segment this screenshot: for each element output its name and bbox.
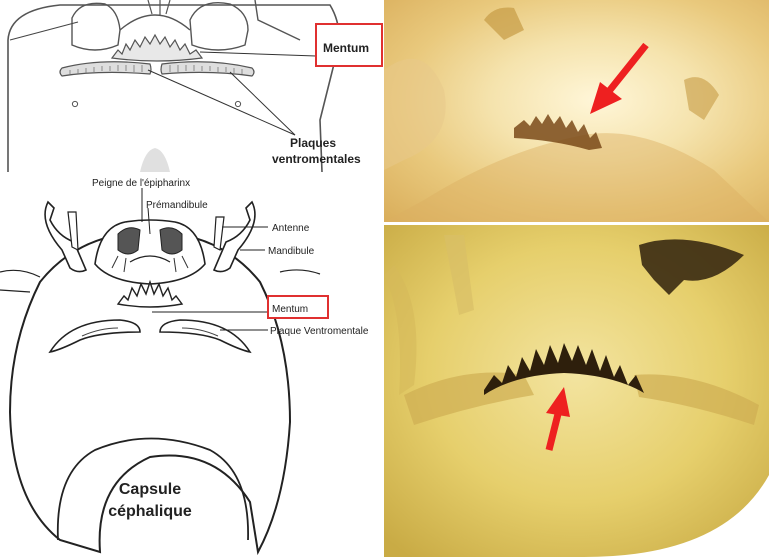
mentum-shape (110, 33, 204, 62)
ventromental-plate-right (160, 61, 255, 77)
left-lobe (71, 2, 121, 51)
micrograph-top (384, 0, 769, 222)
setae-right (279, 269, 321, 275)
microscope-field (384, 225, 769, 557)
mentum-highlight-box (315, 23, 383, 67)
label-mentum-bottom: Mentum (272, 304, 308, 315)
top-setae (147, 0, 171, 16)
label-mandibule: Mandibule (268, 246, 315, 257)
striation-left (384, 265, 417, 395)
mentum-teeth-top (514, 114, 602, 150)
mandible-tip-right (684, 77, 719, 120)
epipharynx-arc (129, 255, 171, 263)
label-capsule-line2: céphalique (108, 503, 192, 520)
plate-left-inner (81, 327, 119, 337)
label-premandibule: Prémandibule (146, 200, 208, 211)
plate-right-inner (181, 327, 219, 337)
bottom-drawing-svg: Peigne de l'épipharinx Prémandibule Ante… (0, 178, 369, 556)
label-mentum-top: Mentum (323, 41, 369, 55)
micrograph-bottom-svg (384, 225, 769, 557)
ventromental-right-photo (634, 374, 759, 425)
center-arch (119, 14, 191, 31)
internal-setae (111, 255, 189, 273)
structure-left (384, 58, 446, 170)
arrow-shaft-top (603, 42, 649, 98)
capsule-region (384, 133, 769, 222)
label-antenne: Antenne (272, 223, 310, 234)
mandible-left (44, 200, 88, 273)
premandible-left (117, 227, 141, 255)
premandible-right (159, 227, 183, 255)
leader-premandibule (147, 207, 151, 235)
occipital-opening (56, 437, 249, 541)
mentum-teeth-bottom (484, 343, 644, 395)
label-peigne: Peigne de l'épipharinx (92, 178, 190, 189)
bottom-cone (140, 148, 170, 172)
mentum-highlight-box-bottom (267, 295, 329, 319)
sensillum-left (71, 100, 79, 108)
sensillum-right (234, 100, 242, 108)
arrow-head-bottom (546, 387, 570, 417)
mandible-tip-left (484, 7, 524, 40)
label-plaque-ventromentale: Plaque Ventromentale (270, 326, 369, 337)
arrow-shaft-bottom (545, 409, 563, 451)
mandible-right (212, 200, 256, 273)
mandible-dark (639, 239, 744, 295)
head-capsule-drawing: Peigne de l'épipharinx Prémandibule Ante… (0, 172, 384, 557)
label-plaques-line2: ventromentales (272, 152, 361, 166)
micrograph-bottom (384, 225, 769, 557)
right-lobe (189, 2, 249, 51)
antenna-right (213, 216, 225, 251)
antenna-shaft (444, 235, 474, 315)
leader-left (9, 21, 79, 41)
micrograph-top-svg (384, 7, 769, 222)
top-drawing-svg: Mentum Plaques ventromentales (7, 0, 383, 172)
ventromental-left-photo (404, 372, 534, 425)
right-appendage (254, 0, 301, 41)
arrow-head-top (590, 82, 622, 114)
mentum-shape-bottom (116, 279, 184, 308)
ventromental-plate-left (59, 61, 152, 77)
leader-plaques (229, 71, 296, 136)
label-capsule-line1: Capsule (119, 481, 181, 498)
top-mentum-drawing: Mentum Plaques ventromentales (0, 0, 384, 172)
leader-plaques-2 (147, 69, 296, 136)
antenna-left (67, 211, 79, 251)
setae-left (0, 269, 41, 293)
leader-mentum (199, 51, 317, 57)
label-plaques-line1: Plaques (290, 136, 336, 150)
